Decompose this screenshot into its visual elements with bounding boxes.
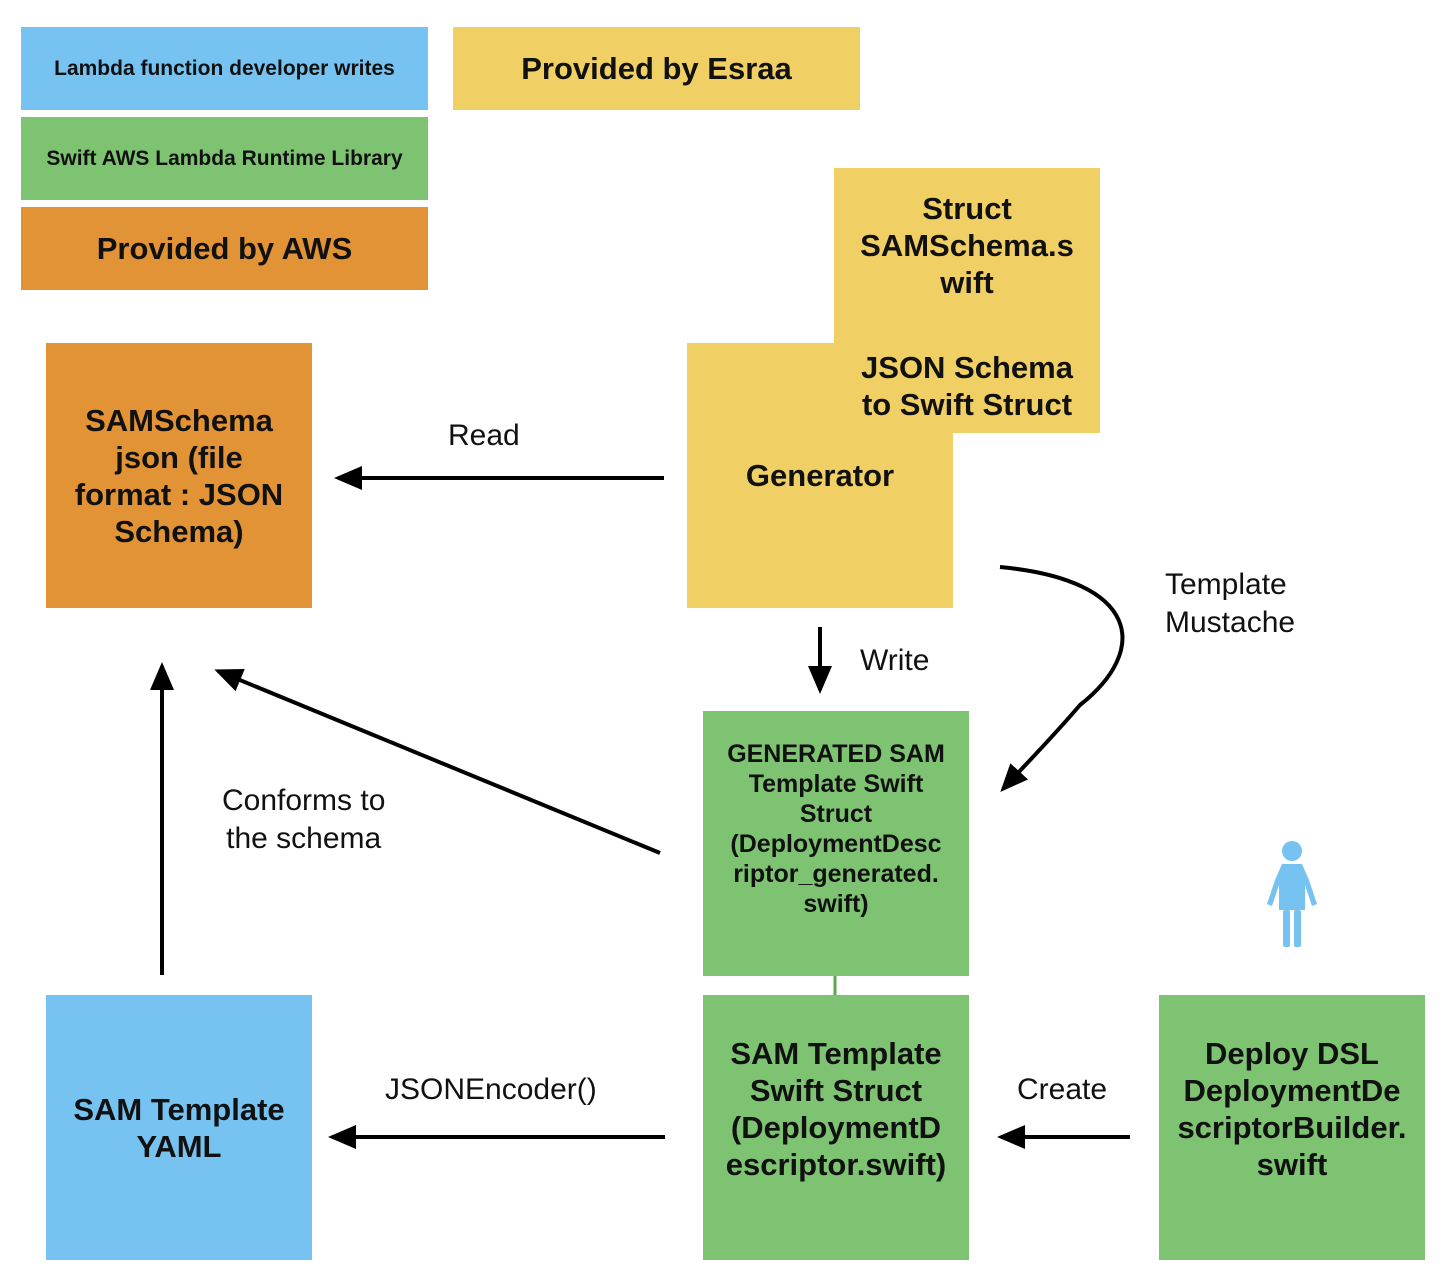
person-icon <box>1267 841 1317 947</box>
write-label: Write <box>860 644 930 677</box>
sam-template-yaml-node: SAM Template YAML <box>46 995 312 1260</box>
generated-conforms-arrow <box>214 669 661 855</box>
sam-template-struct-label: SAM Template Swift Struct (DeploymentD e… <box>725 1036 947 1182</box>
generated-struct-node: GENERATED SAM Template Swift Struct (Dep… <box>703 711 969 976</box>
deploy-dsl-node: Deploy DSL DeploymentDe scriptorBuilder.… <box>1159 995 1425 1260</box>
deploy-dsl-label: Deploy DSL DeploymentDe scriptorBuilder.… <box>1177 1036 1407 1182</box>
legend-esraa: Provided by Esraa <box>453 27 860 110</box>
legend-aws-label: Provided by AWS <box>96 230 353 266</box>
legend-library: Swift AWS Lambda Runtime Library <box>21 117 428 200</box>
json-encoder-label: JSONEncoder() <box>385 1073 597 1106</box>
legend-developer-label: Lambda function developer writes <box>54 56 395 80</box>
template-mustache-label: Template Mustache <box>1165 568 1296 639</box>
generated-struct-label: GENERATED SAM Template Swift Struct (Dep… <box>727 740 945 918</box>
legend-esraa-label: Provided by Esraa <box>521 50 792 86</box>
generator-label: Generator <box>745 457 895 493</box>
struct-samschema-label: Struct SAMSchema.s wift <box>860 191 1074 300</box>
json-schema-to-struct-node: JSON Schema to Swift Struct <box>834 338 1100 433</box>
read-label: Read <box>448 419 520 452</box>
sam-template-yaml-label: SAM Template YAML <box>73 1091 285 1164</box>
samschema-json-label: SAMSchema json (file format : JSON Schem… <box>74 402 284 549</box>
legend-developer: Lambda function developer writes <box>21 27 428 110</box>
template-mustache-arrow <box>999 565 1125 792</box>
samschema-json-node: SAMSchema json (file format : JSON Schem… <box>46 343 312 608</box>
create-label: Create <box>1017 1073 1108 1106</box>
conforms-label: Conforms to the schema <box>222 784 386 855</box>
legend-library-label: Swift AWS Lambda Runtime Library <box>46 146 403 170</box>
sam-template-struct-node: SAM Template Swift Struct (DeploymentD e… <box>703 995 969 1260</box>
legend-aws: Provided by AWS <box>21 207 428 290</box>
json-schema-to-struct-label: JSON Schema to Swift Struct <box>861 349 1073 422</box>
